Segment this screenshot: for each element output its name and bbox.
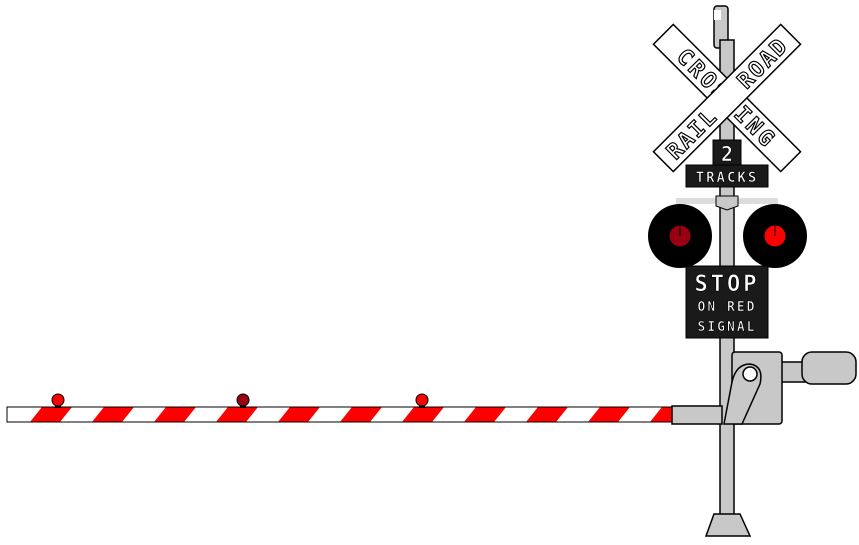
signal-light-left — [648, 204, 712, 268]
gate-lamp-3 — [415, 393, 429, 408]
tracks-label: TRACKS — [696, 170, 759, 186]
gate-arm-stripe — [650, 407, 675, 422]
gate-mechanism — [671, 351, 857, 425]
stop-sign-line3: SIGNAL — [698, 320, 757, 335]
stop-sign-line2: ON RED — [698, 300, 757, 315]
signal-light-right — [743, 204, 807, 268]
light-crossarm — [676, 195, 778, 211]
stop-sign-line1: STOP — [695, 272, 760, 297]
gate-arm-stripe — [340, 407, 382, 422]
gate-arm-stripe — [402, 407, 444, 422]
gate-arm-stripe — [30, 407, 72, 422]
gate-arm-stripe — [216, 407, 258, 422]
gate-lamp-2 — [236, 393, 250, 408]
gate-arm-stripe — [154, 407, 196, 422]
gate-arm-stripe — [588, 407, 630, 422]
mast-base — [704, 513, 752, 537]
gate-arm — [6, 393, 676, 423]
gate-arm-stripe — [278, 407, 320, 422]
gate-arm-stripe — [526, 407, 568, 422]
gate-lamp-1 — [51, 393, 65, 408]
tracks-sign: 2 TRACKS — [685, 139, 769, 188]
tracks-number: 2 — [721, 142, 733, 166]
gate-arm-stripe — [92, 407, 134, 422]
stop-on-red-sign: STOP ON RED SIGNAL — [685, 265, 769, 339]
gate-arm-stripe — [464, 407, 506, 422]
